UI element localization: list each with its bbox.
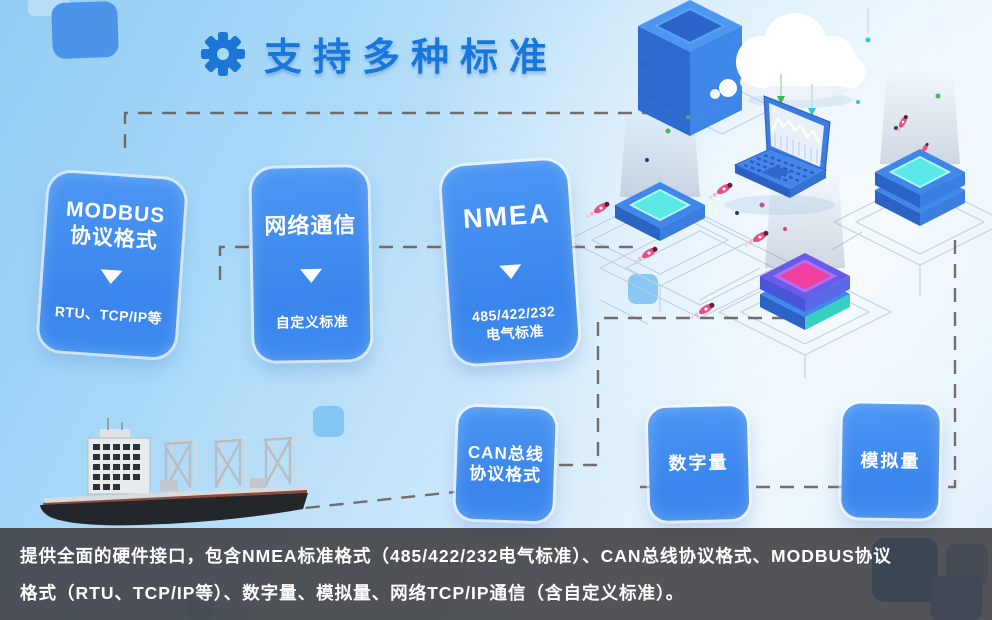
rocket-icons bbox=[585, 115, 929, 319]
modbus-subtitle: RTU、TCP/IP等 bbox=[54, 302, 163, 327]
description-banner: 提供全面的硬件接口，包含NMEA标准格式（485/422/232电气标准）、CA… bbox=[0, 528, 992, 620]
cargo-ship-illustration bbox=[40, 418, 308, 526]
can-line2: 协议格式 bbox=[468, 463, 542, 486]
data-particles bbox=[645, 8, 941, 231]
banner-line1: 提供全面的硬件接口，包含NMEA标准格式（485/422/232电气标准）、CA… bbox=[20, 546, 892, 566]
page-header: 支持多种标准 bbox=[200, 26, 558, 81]
down-arrow-icon bbox=[99, 268, 123, 285]
can-line1: CAN总线 bbox=[467, 442, 545, 465]
network-subtitle: 自定义标准 bbox=[275, 312, 349, 331]
analog-label: 模拟量 bbox=[860, 450, 921, 472]
chip-magenta-illustration bbox=[760, 253, 850, 330]
nmea-title: NMEA bbox=[462, 198, 552, 235]
laptop-chart-illustration bbox=[725, 95, 835, 215]
digital-label: 数字量 bbox=[668, 452, 729, 475]
card-analog-io: 模拟量 bbox=[841, 403, 940, 519]
chip-cyan-illustration bbox=[615, 182, 705, 241]
network-title: 网络通信 bbox=[264, 212, 357, 239]
card-nmea: NMEA 485/422/232 电气标准 bbox=[440, 158, 580, 366]
card-modbus: MODBUS 协议格式 RTU、TCP/IP等 bbox=[37, 171, 187, 359]
card-digital-io: 数字量 bbox=[647, 405, 750, 522]
server-stack-illustration bbox=[638, 0, 742, 136]
modbus-title-line2: 协议格式 bbox=[69, 224, 159, 254]
card-can-bus: CAN总线 协议格式 bbox=[455, 406, 556, 522]
card-network: 网络通信 自定义标准 bbox=[251, 167, 371, 361]
banner-line2: 格式（RTU、TCP/IP等）、数字量、模拟量、网络TCP/IP通信（含自定义标… bbox=[20, 583, 685, 603]
gear-icon bbox=[201, 31, 245, 76]
down-arrow-icon bbox=[300, 268, 323, 283]
down-arrow-icon bbox=[499, 263, 523, 280]
chip-cyan-right-illustration bbox=[875, 149, 965, 226]
page-title: 支持多种标准 bbox=[264, 37, 559, 79]
